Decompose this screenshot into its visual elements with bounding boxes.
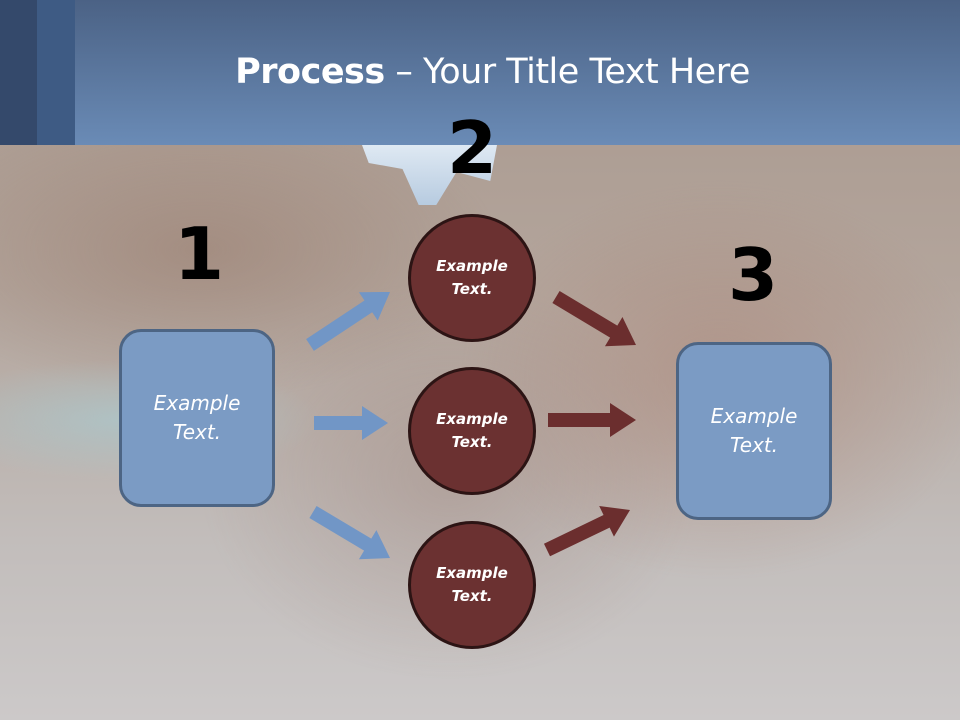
circle-text: Text. (451, 587, 493, 605)
title-bold: Process (235, 52, 385, 92)
right-box-line1: Example (710, 404, 798, 428)
circle-text: Example (436, 257, 508, 275)
accent-band (37, 0, 75, 145)
title-rest: – Your Title Text Here (384, 52, 750, 92)
step-number-1: 1 (173, 212, 225, 296)
arrow-icon (309, 505, 390, 560)
left-box-line2: Text. (172, 420, 222, 444)
circle-text: Example (436, 410, 508, 428)
circle-text: Example (436, 564, 508, 582)
arrow-icon (552, 290, 636, 347)
title-bar (0, 0, 960, 145)
circle-text: Text. (451, 433, 493, 451)
left-box-line1: Example (153, 391, 241, 415)
step-number-2: 2 (446, 106, 498, 190)
step-number-3: 3 (727, 233, 779, 317)
arrow-icon (306, 292, 390, 351)
arrow-icon (314, 406, 388, 440)
arrow-icon (543, 505, 630, 557)
slide-title: Process – Your Title Text Here (0, 52, 960, 92)
arrow-icon (548, 403, 636, 437)
circle-text: Text. (451, 280, 493, 298)
accent-band (0, 0, 37, 145)
right-box-line2: Text. (729, 433, 779, 457)
